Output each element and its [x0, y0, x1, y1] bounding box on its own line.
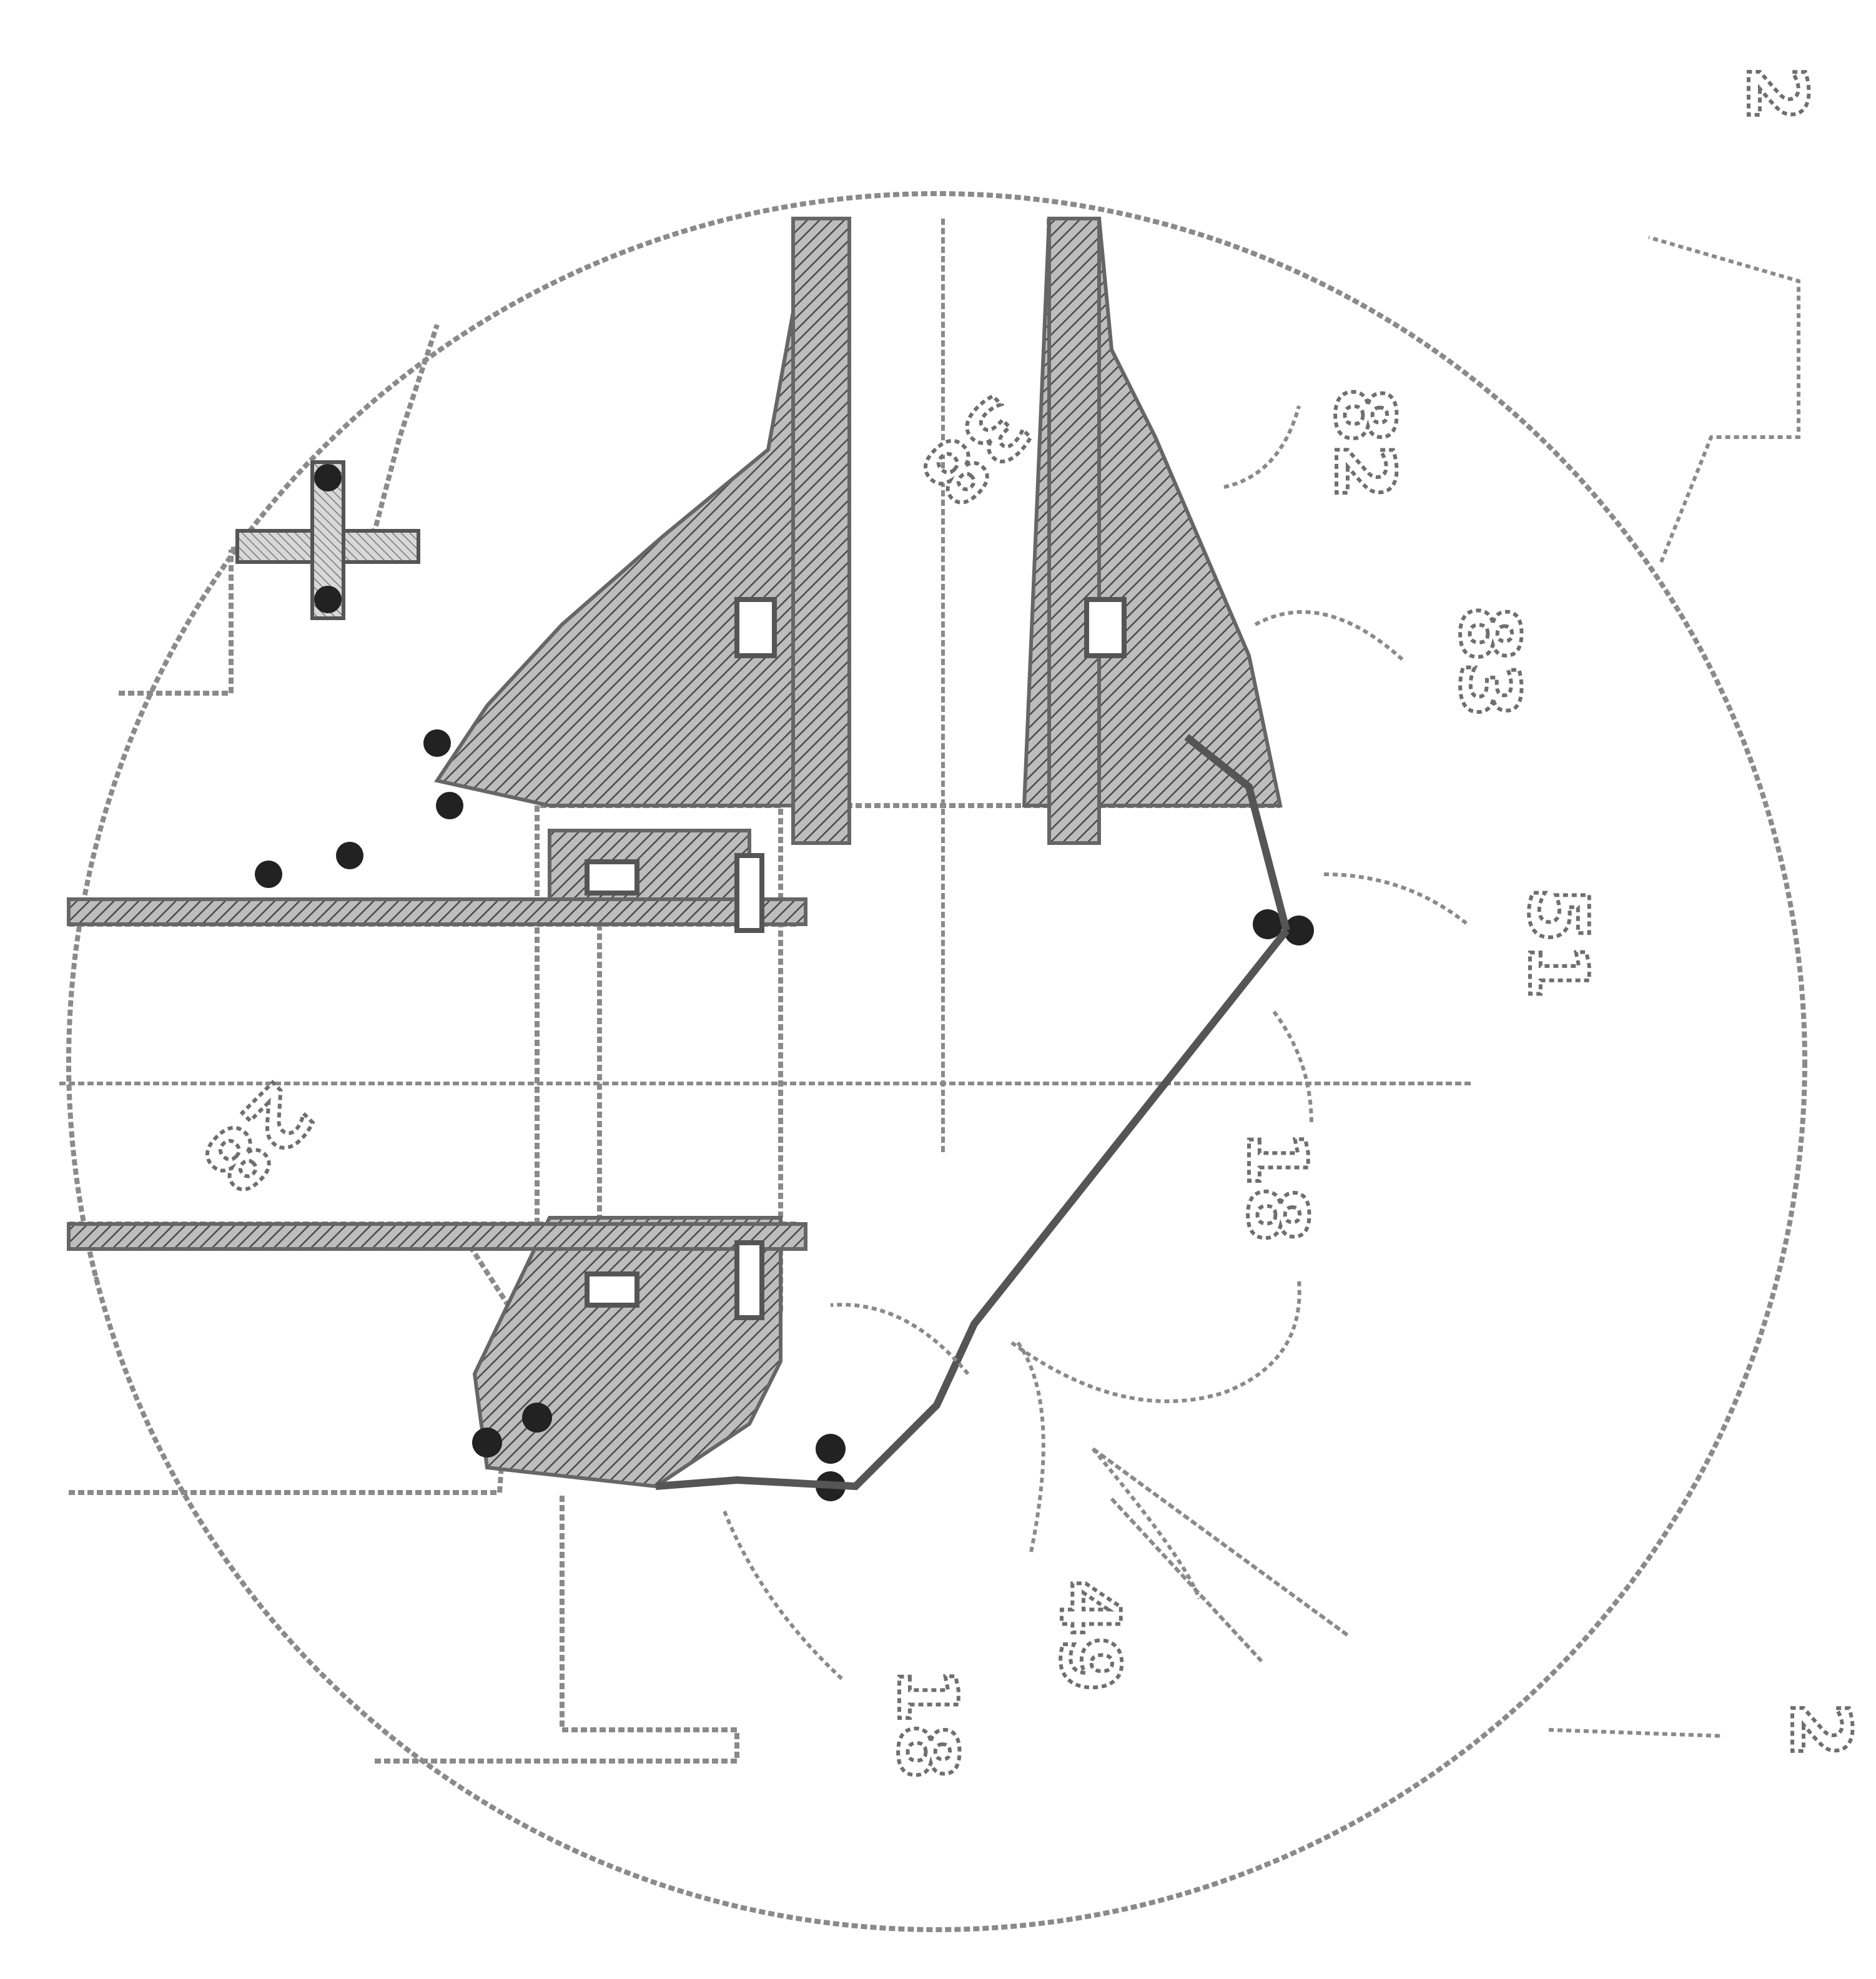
- ref-label-2-bottom: 2: [1773, 1702, 1868, 1758]
- ref-label-82: 82: [1317, 387, 1412, 500]
- ref-label-38: 38: [902, 377, 1049, 524]
- ref-label-51: 51: [1511, 887, 1606, 1000]
- ref-label-18-upper: 18: [1230, 1130, 1325, 1243]
- ref-label-83: 83: [1442, 606, 1537, 719]
- ref-label-49: 49: [1042, 1580, 1137, 1693]
- ref-label-28: 28: [184, 1064, 330, 1211]
- diaphragm: [655, 928, 1290, 1491]
- detail-circle: [66, 191, 1807, 1932]
- ref-label-18-lower: 18: [880, 1667, 975, 1780]
- housing-upper: [434, 217, 851, 807]
- ref-label-2-top: 2: [1729, 66, 1824, 122]
